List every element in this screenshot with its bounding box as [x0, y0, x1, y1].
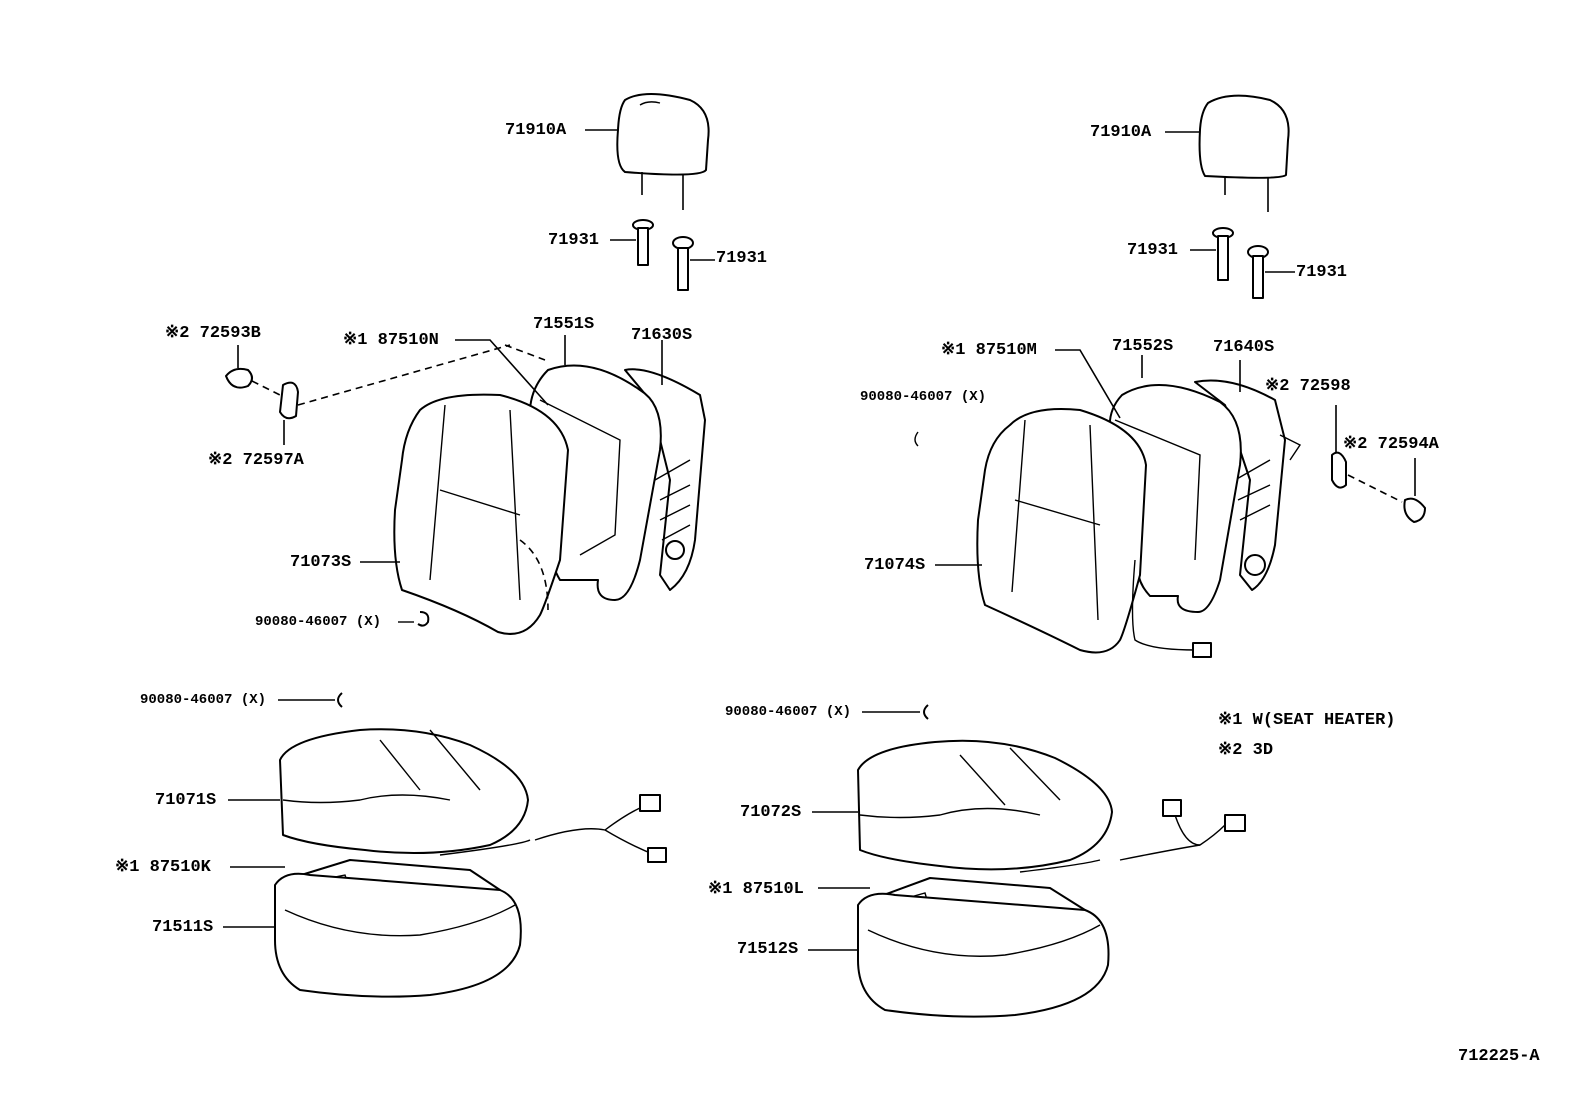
left-ring-cushion-label: 90080-46007 (X): [140, 692, 267, 708]
left-back-cover-label: 71073S: [290, 553, 352, 572]
right-rings: [862, 704, 929, 720]
left-cushion-cover-label: 71071S: [155, 791, 217, 810]
legend-note-2: ※2 3D: [1218, 741, 1274, 760]
left-rings: [278, 611, 430, 708]
left-heater-back-label: ※1 87510N: [343, 331, 439, 350]
left-support-a-label: 71931: [548, 231, 600, 250]
right-seat-cushion-cover: [812, 739, 1113, 871]
left-back-frame-label: 71630S: [631, 326, 693, 345]
right-back-frame-label: 71640S: [1213, 338, 1275, 357]
left-support-b-label: 71931: [716, 249, 768, 268]
left-harness: [439, 794, 667, 863]
left-seat-cushion-cover: [228, 728, 529, 855]
left-seat-back-frame: [624, 340, 706, 591]
left-headrest-supports: [610, 219, 715, 291]
right-ring-cushion-label: 90080-46007 (X): [725, 704, 852, 720]
right-cushion-cover-label: 71072S: [740, 803, 802, 822]
right-headrest: [1165, 94, 1290, 212]
right-support-b-label: 71931: [1296, 263, 1348, 282]
left-headrest-label: 71910A: [505, 121, 567, 140]
right-seat-back-frame: [1194, 360, 1286, 591]
left-cover-knob-label: ※2 72593B: [165, 324, 261, 343]
left-heater-back-leader: [455, 339, 549, 406]
right-heater-back-leader: [1055, 349, 1121, 419]
left-cover-lower-label: ※2 72597A: [208, 451, 304, 470]
left-seat-back-cover: [360, 393, 569, 635]
right-back-harness: [1131, 559, 1212, 658]
left-heater-cushion-label: ※1 87510K: [115, 858, 211, 877]
diagram-id: 712225-A: [1458, 1047, 1540, 1066]
legend-note-1: ※1 W(SEAT HEATER): [1218, 711, 1396, 730]
left-seat-cushion-pad: [223, 872, 522, 998]
right-back-pad-label: 71552S: [1112, 337, 1174, 356]
right-back-cover-label: 71074S: [864, 556, 926, 575]
right-seat-back-cover: [935, 408, 1147, 654]
left-headrest: [585, 93, 710, 210]
right-support-a-label: 71931: [1127, 241, 1179, 260]
right-heater-back-label: ※1 87510M: [941, 341, 1037, 360]
right-cover-upper-label: ※2 72598: [1265, 377, 1351, 396]
right-headrest-label: 71910A: [1090, 123, 1152, 142]
right-cushion-pad-label: 71512S: [737, 940, 799, 959]
left-ring-back-label: 90080-46007 (X): [255, 614, 382, 630]
right-back-covers: [914, 405, 1426, 523]
right-ring-back-label: 90080-46007 (X): [860, 389, 987, 405]
right-headrest-supports: [1190, 227, 1295, 299]
right-harness: [1019, 799, 1246, 873]
left-back-covers: [225, 344, 511, 445]
right-seat-cushion-pad: [808, 892, 1110, 1018]
left-cushion-pad-label: 71511S: [152, 918, 214, 937]
left-back-pad-label: 71551S: [533, 315, 595, 334]
right-heater-cushion-label: ※1 87510L: [708, 880, 804, 899]
right-cover-knob-label: ※2 72594A: [1343, 435, 1439, 454]
